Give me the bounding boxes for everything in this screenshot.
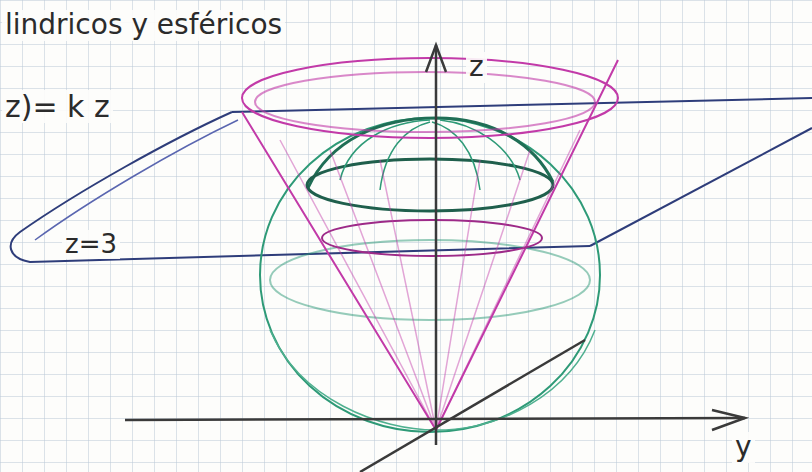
function-label: z)= k z: [2, 90, 113, 123]
axis-label: y: [732, 432, 755, 463]
plane-label: z=3: [62, 230, 120, 259]
sphere: [260, 118, 600, 432]
axes: [125, 45, 745, 472]
cone: [242, 58, 618, 430]
heading-text: lindricos y esféricos: [2, 10, 285, 41]
axis-label: z: [466, 52, 487, 83]
plane-z3: [11, 98, 812, 262]
